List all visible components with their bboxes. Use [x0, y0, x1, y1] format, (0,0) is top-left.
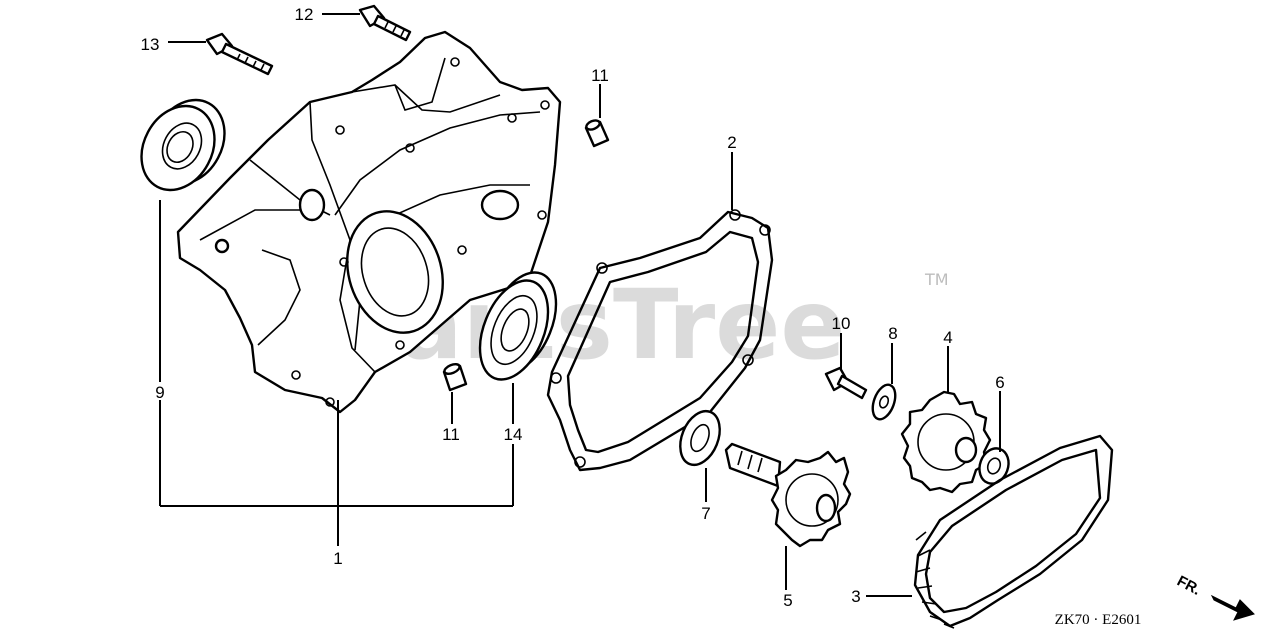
callout-4: 4	[943, 328, 952, 347]
flange-bolt-short	[358, 4, 412, 42]
callout-6: 6	[995, 373, 1004, 392]
watermark-trademark: TM	[924, 270, 949, 289]
front-direction-arrow-icon	[1210, 594, 1255, 621]
callout-7: 7	[701, 504, 710, 523]
gear-case-housing	[176, 30, 562, 414]
dowel-pin-upper	[584, 119, 610, 148]
callout-2: 2	[727, 133, 736, 152]
callout-14: 14	[504, 425, 523, 444]
callout-11-lower: 11	[442, 425, 460, 444]
dowel-pin-lower	[442, 363, 468, 392]
thrust-washer	[679, 409, 721, 467]
driven-sprocket	[900, 390, 992, 494]
callout-labels: 1 2 3 4 5 6 7 8 9 10 11 11 12 13 14	[141, 5, 1005, 610]
oil-seal	[140, 98, 226, 192]
callout-9: 9	[155, 383, 164, 402]
roller-chain	[913, 434, 1114, 629]
leader-lines	[159, 13, 1001, 597]
plain-washer	[871, 383, 897, 421]
gear-case-gasket	[546, 209, 774, 472]
callout-8: 8	[888, 324, 897, 343]
diagram-code: ZK70 · E2601	[1055, 612, 1142, 628]
callout-3: 3	[851, 587, 860, 606]
front-direction-label: FR.	[1174, 573, 1203, 599]
flange-bolt-long	[205, 32, 274, 76]
callout-5: 5	[783, 591, 792, 610]
sprocket-bolt	[824, 366, 868, 400]
callout-12: 12	[295, 5, 314, 24]
callout-1: 1	[333, 549, 342, 568]
callout-13: 13	[141, 35, 160, 54]
callout-10: 10	[832, 314, 851, 333]
radial-ball-bearing	[478, 271, 558, 381]
callout-11-upper: 11	[591, 66, 609, 85]
front-direction-indicator: FR.	[1174, 573, 1255, 621]
drive-sprocket-shaft	[724, 442, 852, 548]
